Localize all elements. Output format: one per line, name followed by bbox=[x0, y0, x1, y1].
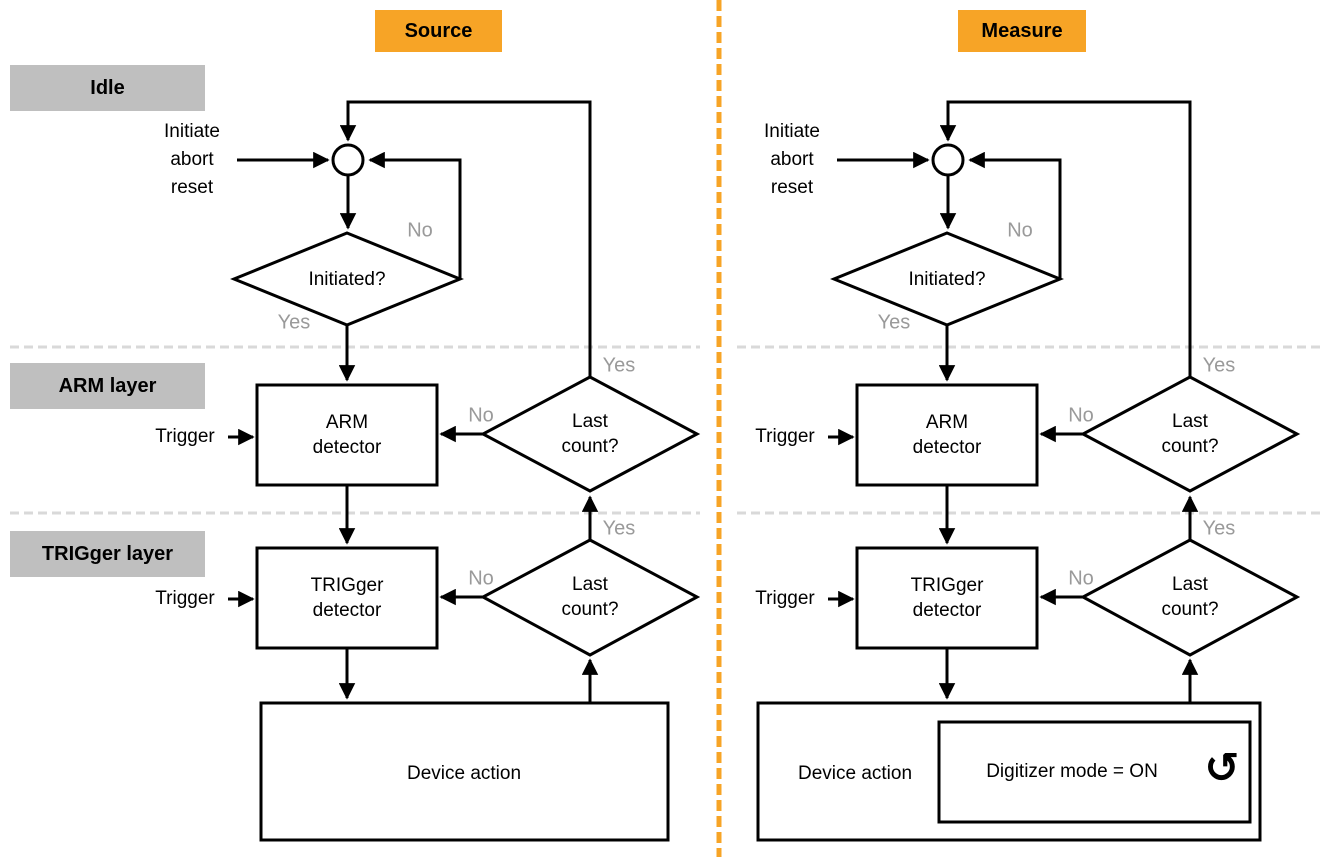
initiate-line: Initiate bbox=[764, 121, 820, 142]
initiated-no-label-measure: No bbox=[1007, 219, 1033, 242]
last-count2-diamond-measure bbox=[1079, 538, 1301, 657]
arm-detector-label-source: ARM detector bbox=[312, 412, 382, 458]
loop-arrow-icon: ↺ bbox=[1204, 743, 1240, 792]
digitizer-mode-box bbox=[937, 720, 1252, 824]
junction-node-source bbox=[331, 143, 365, 177]
initiated-label-source: Initiated? bbox=[308, 269, 386, 290]
trigger-label-trig-source: Trigger bbox=[155, 588, 215, 609]
measure-panel-badge: Measure bbox=[958, 10, 1086, 52]
last-count2-label-source: Last count? bbox=[561, 574, 619, 620]
initiate-abort-reset-label-source: Initiate abort reset bbox=[164, 118, 220, 202]
trigger-label-arm-source: Trigger bbox=[155, 426, 215, 447]
initiate-abort-reset-label-measure: Initiate abort reset bbox=[764, 118, 820, 202]
reset-line: reset bbox=[170, 177, 214, 198]
last-count1-label-measure: Last count? bbox=[1161, 411, 1219, 457]
abort-line: abort bbox=[770, 149, 814, 170]
device-action-label-measure: Device action bbox=[797, 763, 913, 784]
arrow-initiated-no-loop-measure bbox=[968, 151, 1062, 279]
last-count2-label-measure: Last count? bbox=[1161, 574, 1219, 620]
last1-no-label-measure: No bbox=[1068, 404, 1094, 427]
initiate-line: Initiate bbox=[164, 121, 220, 142]
arrow-lastcount-yes-return-source bbox=[339, 100, 592, 377]
last1-yes-label-source: Yes bbox=[602, 354, 636, 377]
arrow-initiated-no-loop-source bbox=[368, 151, 462, 279]
initiated-diamond-source bbox=[230, 231, 464, 327]
reset-line: reset bbox=[770, 177, 814, 198]
initiated-yes-label-source: Yes bbox=[277, 311, 311, 334]
arm-detector-box-source bbox=[255, 383, 439, 487]
initiated-label-measure: Initiated? bbox=[908, 269, 986, 290]
arm-detector-label-measure: ARM detector bbox=[912, 412, 982, 458]
trigger-label-arm-measure: Trigger bbox=[755, 426, 815, 447]
last2-no-label-measure: No bbox=[1068, 567, 1094, 590]
trig-detector-box-measure bbox=[855, 546, 1039, 650]
initiated-yes-label-measure: Yes bbox=[877, 311, 911, 334]
initiated-no-label-source: No bbox=[407, 219, 433, 242]
device-action-box-source bbox=[259, 701, 670, 842]
abort-line: abort bbox=[170, 149, 214, 170]
last2-yes-label-measure: Yes bbox=[1202, 517, 1236, 540]
arrow-lastcount-yes-return-measure bbox=[939, 100, 1192, 377]
digitizer-mode-label: Digitizer mode = ON bbox=[986, 761, 1158, 782]
last2-no-label-source: No bbox=[468, 567, 494, 590]
last-count1-diamond-measure bbox=[1079, 375, 1301, 493]
trigger-label-trig-measure: Trigger bbox=[755, 588, 815, 609]
layer-label-idle: Idle bbox=[10, 65, 205, 111]
source-panel-badge: Source bbox=[375, 10, 502, 52]
device-action-label-source: Device action bbox=[406, 763, 522, 784]
last2-yes-label-source: Yes bbox=[602, 517, 636, 540]
arm-detector-box-measure bbox=[855, 383, 1039, 487]
trig-detector-box-source bbox=[255, 546, 439, 650]
junction-node-measure bbox=[931, 143, 965, 177]
trig-detector-label-source: TRIGger detector bbox=[310, 575, 384, 621]
last1-yes-label-measure: Yes bbox=[1202, 354, 1236, 377]
last1-no-label-source: No bbox=[468, 404, 494, 427]
last-count1-diamond-source bbox=[479, 375, 701, 493]
initiated-diamond-measure bbox=[830, 231, 1064, 327]
layer-label-trigger: TRIGger layer bbox=[10, 531, 205, 577]
trig-detector-label-measure: TRIGger detector bbox=[910, 575, 984, 621]
last-count2-diamond-source bbox=[479, 538, 701, 657]
layer-label-arm: ARM layer bbox=[10, 363, 205, 409]
last-count1-label-source: Last count? bbox=[561, 411, 619, 457]
